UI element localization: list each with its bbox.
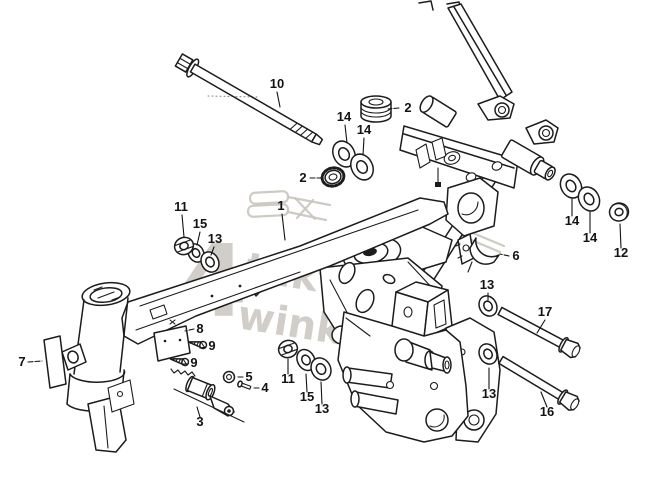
leader-line-13 <box>320 381 323 405</box>
part-label-14: 14 <box>357 122 372 137</box>
leader-line-8 <box>184 328 195 332</box>
nuts <box>173 202 630 384</box>
leader-line-12 <box>619 223 622 249</box>
leader-line-11 <box>181 214 185 238</box>
leader-line-13 <box>210 246 215 256</box>
part-label-17: 17 <box>538 304 552 319</box>
leader-line-17 <box>536 319 546 334</box>
part-label-13: 13 <box>480 277 494 292</box>
part-label-1: 1 <box>277 198 284 213</box>
bolt-10 <box>174 53 324 146</box>
part-label-8: 8 <box>196 321 203 336</box>
washers <box>187 140 601 381</box>
part-label-9: 9 <box>190 355 197 370</box>
subframe-eyelet-1 <box>477 95 515 121</box>
grommet-2-left <box>320 166 346 188</box>
part-label-13: 13 <box>315 401 329 416</box>
leader-line-2 <box>387 107 400 110</box>
part-label-13: 13 <box>208 231 222 246</box>
pivot-boss <box>394 338 452 374</box>
label-strip-7 <box>43 335 67 389</box>
leader-line-3 <box>196 406 201 418</box>
clamp-6 <box>455 233 500 273</box>
head-tube-lug <box>87 379 135 453</box>
leader-line-7 <box>27 360 43 363</box>
part-label-2: 2 <box>404 100 411 115</box>
leader-line-14 <box>344 124 348 144</box>
part-label-12: 12 <box>614 245 628 260</box>
part-label-6: 6 <box>512 248 519 263</box>
cable-clamp-cluster <box>415 137 461 187</box>
leader-line-15 <box>196 231 201 246</box>
screw-4 <box>237 380 252 390</box>
frame-artwork <box>43 0 630 453</box>
head-tube <box>61 281 135 453</box>
part-label-7: 7 <box>18 354 25 369</box>
leader-line-1 <box>281 213 286 241</box>
leader-line-10 <box>276 91 281 108</box>
leader-line-9 <box>199 346 207 349</box>
part-label-3: 3 <box>196 414 203 429</box>
part-label-14: 14 <box>565 213 580 228</box>
part-label-15: 15 <box>300 389 314 404</box>
subframe-rear-peg <box>500 139 556 181</box>
part-label-15: 15 <box>193 216 207 231</box>
plate-8 <box>153 325 191 362</box>
part-label-14: 14 <box>337 109 352 124</box>
part-label-16: 16 <box>540 404 554 419</box>
subframe-tube <box>399 95 559 189</box>
watermark-ghost-part <box>246 190 506 254</box>
part-label-5: 5 <box>245 369 252 384</box>
stand-tube-stubs <box>342 366 399 415</box>
lower-cradle <box>337 311 469 443</box>
seat-rail-cut <box>418 0 513 101</box>
part-label-10: 10 <box>270 76 284 91</box>
head-tube-tab <box>61 343 87 371</box>
part-label-4: 4 <box>261 380 269 395</box>
engine-mount-box <box>391 281 453 339</box>
lock-assembly-3 <box>170 368 245 423</box>
leader-line-14 <box>362 137 365 156</box>
part-label-9: 9 <box>208 338 215 353</box>
subframe-front-peg <box>419 95 457 128</box>
part-label-2: 2 <box>299 170 306 185</box>
part-label-11: 11 <box>174 199 188 214</box>
leader-line-16 <box>540 391 548 408</box>
subframe-eyelet-2 <box>525 119 559 145</box>
part-label-11: 11 <box>281 371 295 386</box>
part-label-14: 14 <box>583 230 598 245</box>
part-label-13: 13 <box>482 386 496 401</box>
leader-line-15 <box>305 373 308 393</box>
callout-layer: 1021414211151311414126131713167899543111… <box>18 76 628 429</box>
rear-upper-bracket <box>445 177 499 237</box>
leader-line-6 <box>499 253 510 257</box>
grommet-2-top <box>360 95 392 123</box>
